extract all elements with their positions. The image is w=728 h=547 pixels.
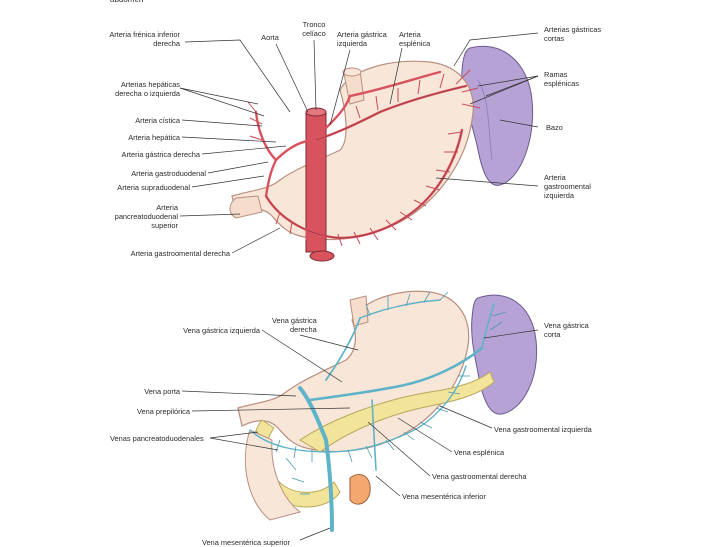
stomach-bottom [237, 290, 470, 453]
label-gastroomental-izquierda: Arteria gastroomental izquierda [544, 173, 591, 200]
label-supraduodenal: Arteria supraduodenal [117, 183, 190, 192]
label-arteria-cistica: Arteria cística [135, 116, 180, 125]
label-gastricas-cortas: Arterias gástricas cortas [544, 25, 602, 43]
top-artery-diagram [229, 45, 534, 262]
label-ramas-esplenicas: Ramas esplénicas [544, 70, 579, 88]
label-gastrica-derecha: Arteria gástrica derecha [121, 150, 200, 159]
bottom-vein-diagram [237, 290, 538, 532]
label-venas-pancreatoduodenales: Venas pancreatoduodenales [110, 434, 204, 443]
label-bazo: Bazo [546, 123, 563, 132]
label-vena-porta: Vena porta [144, 387, 180, 396]
label-gastroduodenal: Arteria gastroduodenal [131, 169, 206, 178]
label-vena-esplenica: Vena esplénica [454, 448, 505, 457]
label-frenica-inferior: Arteria frénica inferior derecha [109, 30, 180, 48]
label-vena-mesenterica-superior: Vena mesentérica superior [202, 538, 290, 547]
label-vena-prepilorica: Vena prepilórica [136, 407, 190, 416]
label-vena-gastroomental-derecha: Vena gastroomental derecha [432, 472, 527, 481]
label-vena-gastrica-corta: Vena gástrica corta [544, 321, 589, 339]
pancreas [299, 371, 495, 453]
label-gastroomental-derecha: Arteria gastroomental derecha [130, 249, 230, 258]
label-vena-gastrica-izquierda: Vena gástrica izquierda [183, 326, 260, 335]
label-gastrica-izquierda: Arteria gástrica izquierda [337, 30, 387, 48]
stomach-top [231, 60, 474, 241]
label-hepaticas: Arterias hepáticas derecha o izquierda [115, 80, 180, 98]
spleen-top [461, 45, 534, 186]
label-vena-gastrica-derecha: Vena gástrica derecha [272, 316, 317, 334]
header-fragment: abdomen [110, 0, 143, 4]
label-vena-gastroomental-izquierda: Vena gastroomental izquierda [494, 425, 592, 434]
label-pancreatoduodenal-superior: Arteria pancreatoduodenal superior [114, 203, 178, 230]
label-tronco-celiaco: Tronco celíaco [302, 20, 326, 38]
label-arteria-esplenica: Arteria esplénica [399, 30, 431, 48]
label-vena-mesenterica-inferior: Vena mesentérica inferior [402, 492, 486, 501]
leader-lines [179, 32, 539, 541]
label-aorta: Aorta [261, 33, 279, 42]
label-arteria-hepatica: Arteria hepática [128, 133, 180, 142]
